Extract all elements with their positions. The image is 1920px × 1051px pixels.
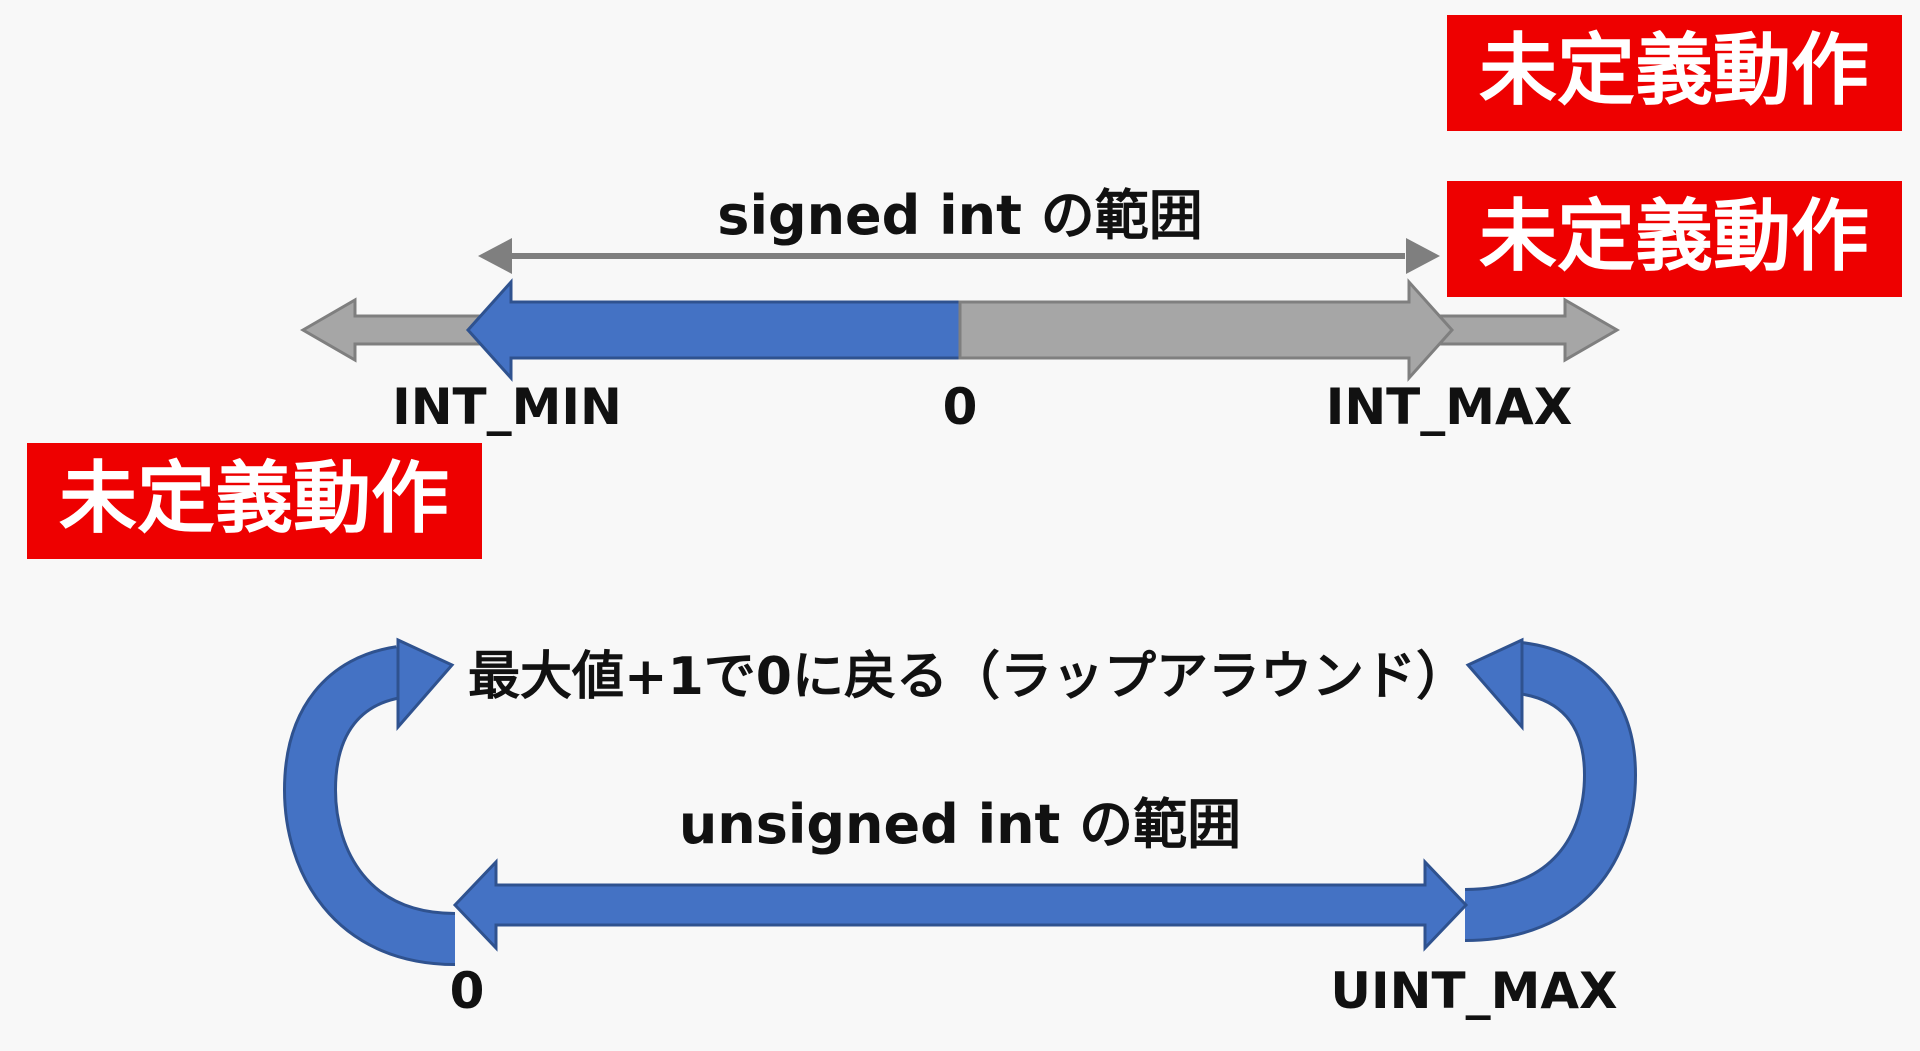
signed-range-caption: signed int の範囲: [717, 184, 1202, 247]
undefined-behavior-label: 未定義動作: [1479, 26, 1869, 116]
unsigned-range-arrow: [452, 858, 1469, 952]
signed-zero-label: 0: [943, 378, 978, 436]
undefined-behavior-label: 未定義動作: [59, 454, 449, 544]
signed-range-bracket-arrow: [478, 238, 1440, 274]
undefined-behavior-badge-right: 未定義動作: [1447, 181, 1902, 297]
undefined-behavior-label: 未定義動作: [1479, 192, 1869, 282]
unsigned-int-section: 最大値+1で0に戻る（ラップアラウンド） unsigned int の範囲 0 …: [282, 637, 1638, 1020]
unsigned-range-caption: unsigned int の範囲: [679, 793, 1241, 856]
wraparound-right-curved-arrow: [1464, 637, 1638, 942]
wraparound-caption: 最大値+1で0に戻る（ラップアラウンド）: [468, 647, 1468, 707]
positive-range-arrow: [958, 278, 1455, 382]
wraparound-left-curved-arrow: [282, 637, 456, 966]
int-max-label: INT_MAX: [1326, 378, 1573, 436]
uint-max-label: UINT_MAX: [1330, 962, 1617, 1020]
unsigned-zero-label: 0: [450, 962, 485, 1020]
negative-range-arrow: [465, 278, 962, 382]
signed-int-section: signed int の範囲 INT_MIN 0 INT_MAX: [299, 184, 1621, 436]
undefined-behavior-badge-left: 未定義動作: [27, 443, 482, 559]
undefined-behavior-badge-top-right: 未定義動作: [1447, 15, 1902, 131]
int-min-label: INT_MIN: [392, 378, 622, 436]
